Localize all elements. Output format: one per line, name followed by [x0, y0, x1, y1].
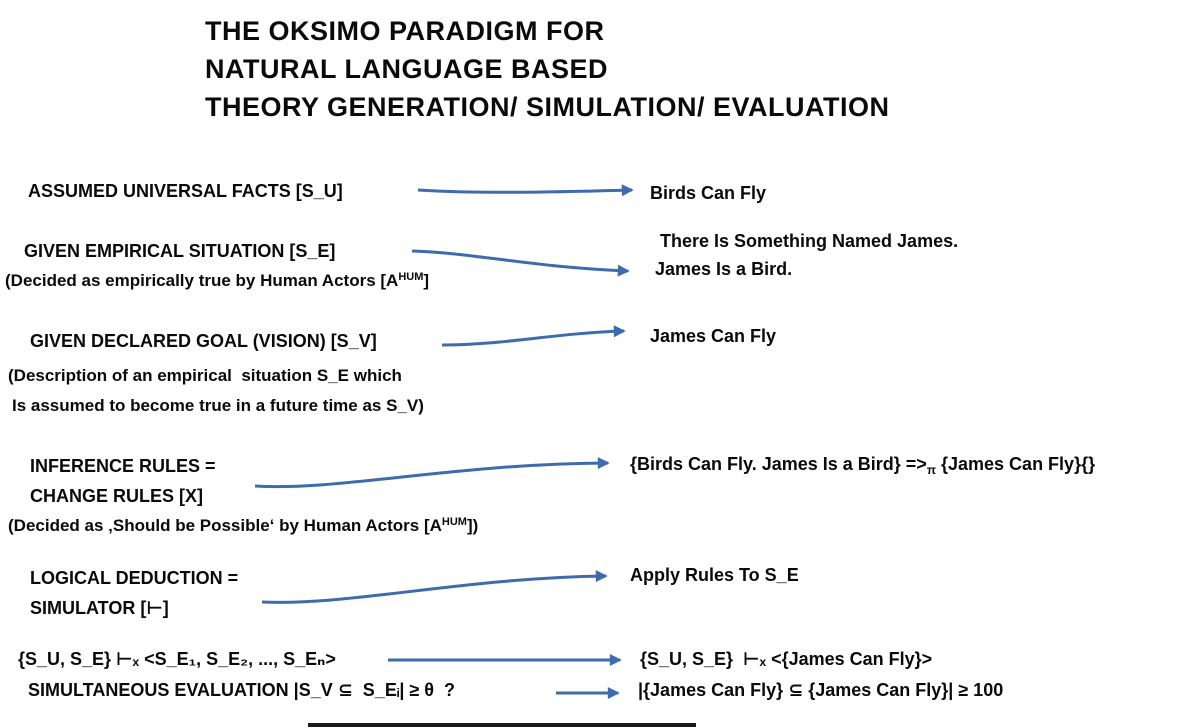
inference-rules-example-subscript: π: [926, 463, 936, 477]
inference-rules-note-superscript: HUM: [441, 516, 467, 528]
arrow-logical-deduction: [261, 570, 608, 604]
arrow-declared-goal: [441, 325, 626, 347]
evaluation-example: |{James Can Fly} ⊆ {James Can Fly}| ≥ 10…: [638, 680, 1004, 700]
logical-deduction-label-line1: LOGICAL DEDUCTION =: [30, 568, 239, 588]
empirical-situation-example-line2: James Is a Bird.: [655, 259, 793, 279]
inference-rules-note: (Decided as ‚Should be Possible‘ by Huma…: [8, 516, 478, 536]
logical-deduction-example: Apply Rules To S_E: [630, 565, 799, 585]
inference-rules-example: {Birds Can Fly. James Is a Bird} =>π {Ja…: [630, 454, 1095, 477]
inference-rules-example-premise: {Birds Can Fly. James Is a Bird} =>: [630, 454, 927, 474]
slide-title-line-3: THEORY GENERATION/ SIMULATION/ EVALUATIO…: [205, 92, 890, 122]
empirical-situation-note-text: (Decided as empirically true by Human Ac…: [5, 271, 399, 290]
simulation-formula: {S_U, S_E} ⊢ₓ <S_E₁, S_E₂, ..., S_Eₙ>: [18, 649, 336, 669]
inference-rules-example-conclusion: {James Can Fly}{}: [936, 454, 1096, 474]
slide-title-line-1: THE OKSIMO PARADIGM FOR: [205, 16, 605, 46]
arrow-universal-facts: [417, 184, 634, 197]
simulation-example: {S_U, S_E} ⊢ₓ <{James Can Fly}>: [640, 649, 933, 669]
declared-goal-note-line1: (Description of an empirical situation S…: [8, 366, 402, 385]
arrow-empirical-situation: [411, 249, 630, 277]
empirical-situation-note-close: ]: [423, 271, 430, 290]
bottom-cutoff-element: [308, 723, 696, 727]
slide-title-line-2: NATURAL LANGUAGE BASED: [205, 54, 609, 84]
empirical-situation-label: GIVEN EMPIRICAL SITUATION [S_E]: [24, 241, 336, 261]
inference-rules-note-text: (Decided as ‚Should be Possible‘ by Huma…: [8, 516, 442, 535]
inference-rules-label-line2: CHANGE RULES [X]: [30, 486, 204, 506]
inference-rules-label-line1: INFERENCE RULES =: [30, 456, 216, 476]
empirical-situation-note: (Decided as empirically true by Human Ac…: [5, 271, 429, 291]
declared-goal-note-line2: Is assumed to become true in a future ti…: [12, 396, 424, 415]
logical-deduction-label-line2: SIMULATOR [⊢]: [30, 598, 169, 618]
evaluation-formula: SIMULTANEOUS EVALUATION |S_V ⊆ S_Eᵢ| ≥ θ…: [28, 680, 456, 700]
declared-goal-example: James Can Fly: [650, 326, 777, 346]
declared-goal-label: GIVEN DECLARED GOAL (VISION) [S_V]: [30, 331, 377, 351]
arrow-inference-rules: [254, 457, 610, 489]
empirical-situation-example-line1: There Is Something Named James.: [660, 231, 959, 251]
empirical-situation-note-superscript: HUM: [398, 271, 424, 283]
inference-rules-note-close: ]): [466, 516, 479, 535]
universal-facts-label: ASSUMED UNIVERSAL FACTS [S_U]: [28, 181, 343, 201]
universal-facts-example: Birds Can Fly: [650, 183, 767, 203]
